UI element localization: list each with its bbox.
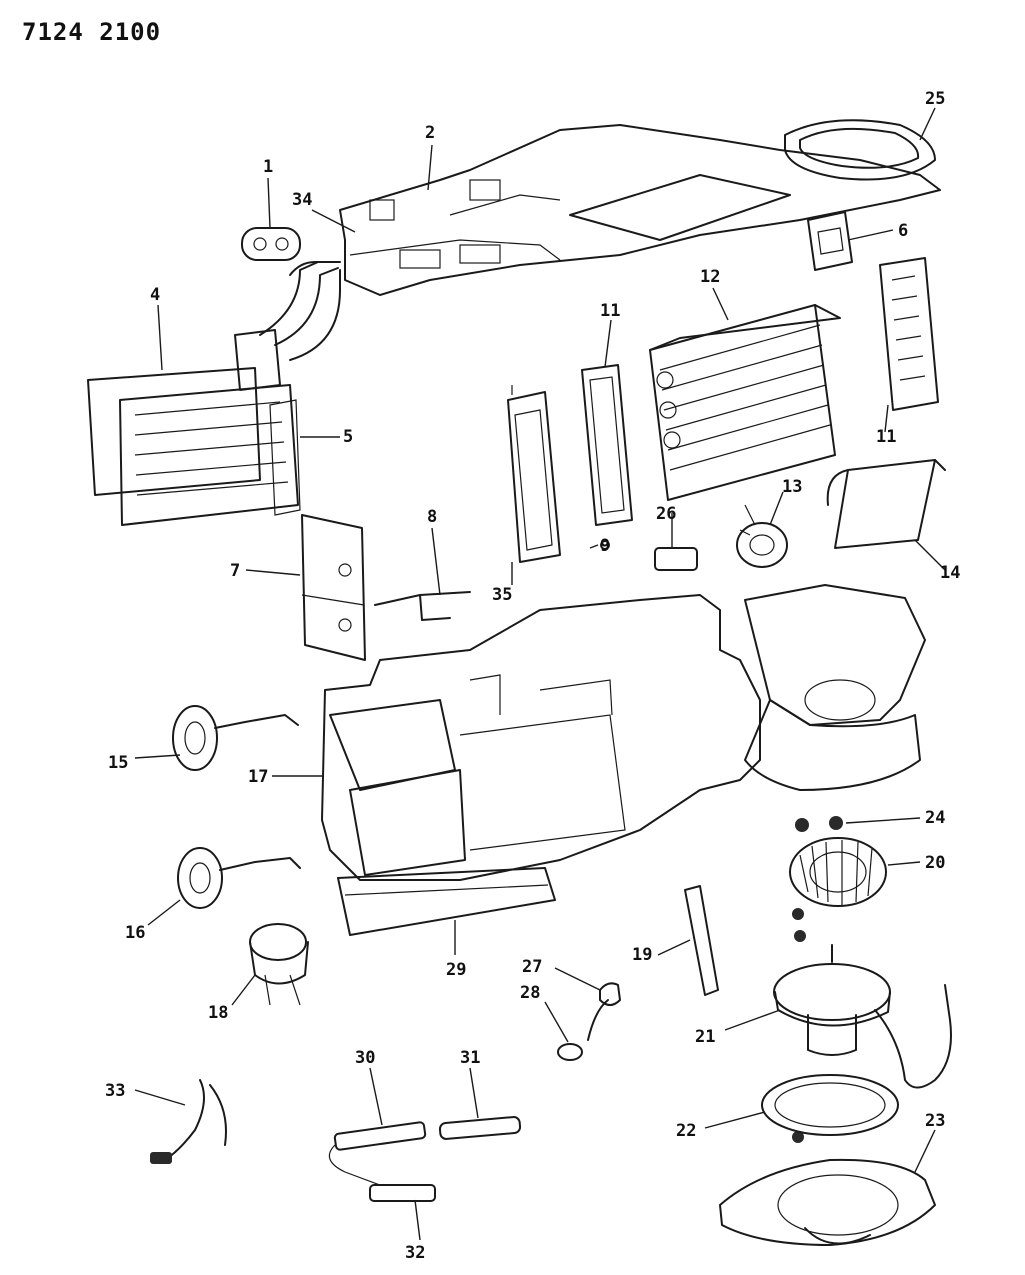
callout-4: 4 <box>150 285 160 305</box>
callout-15: 15 <box>108 753 128 773</box>
callout-5: 5 <box>343 427 353 447</box>
part-30-harness <box>328 1121 427 1186</box>
part-22-gasket-ring <box>761 1074 899 1136</box>
part-24-nuts <box>792 816 843 1143</box>
callout-20: 20 <box>925 853 945 873</box>
callout-17-label: 17 <box>248 767 268 787</box>
callout-28: 28 <box>520 983 540 1003</box>
callout-8: 8 <box>427 507 437 527</box>
callout-23: 23 <box>925 1111 945 1131</box>
part-23-mount-plate <box>719 1158 936 1246</box>
callout-2: 2 <box>425 123 435 143</box>
part-1-gasket <box>241 227 301 261</box>
callout-34: 34 <box>292 190 312 210</box>
callout-29: 29 <box>446 960 466 980</box>
callout-30: 30 <box>355 1048 375 1068</box>
callout-11-right: 11 <box>876 427 896 447</box>
blower-housing <box>744 584 926 791</box>
part-14-blend-door <box>826 459 946 549</box>
part-4-evaporator <box>87 261 341 526</box>
part-2-top-cover <box>339 124 941 296</box>
callout-16: 16 <box>125 923 145 943</box>
callout-6: 6 <box>898 221 908 241</box>
callout-25: 25 <box>925 89 945 109</box>
part-12-heater-core <box>649 304 841 501</box>
part-19-bracket <box>684 885 719 996</box>
callout-35: 35 <box>492 585 512 605</box>
part-27-hose <box>587 982 621 1041</box>
callout-13: 13 <box>782 477 802 497</box>
callout-26: 26 <box>656 504 676 524</box>
part-32-connector <box>369 1184 436 1202</box>
part-31-switch <box>438 1116 522 1140</box>
part-15-actuator <box>172 705 299 771</box>
callout-7: 7 <box>230 561 240 581</box>
callout-27: 27 <box>522 957 542 977</box>
callout-18: 18 <box>208 1003 228 1023</box>
callout-33: 33 <box>105 1081 125 1101</box>
callout-21: 21 <box>695 1027 715 1047</box>
part-28-fitting <box>557 1043 583 1061</box>
callout-19: 19 <box>632 945 652 965</box>
part-26-clip <box>654 547 698 571</box>
reference-code: 7124 2100 <box>22 18 162 46</box>
part-20-blower-wheel <box>789 837 887 907</box>
part-7-mode-door <box>301 514 366 661</box>
callout-11-left: 11 <box>600 301 620 321</box>
part-18-actuator <box>249 923 309 1006</box>
callout-1: 1 <box>263 157 273 177</box>
part-25-blower-flange <box>784 119 936 181</box>
callout-24: 24 <box>925 808 945 828</box>
part-21-blower-motor <box>773 944 952 1089</box>
part-8-link <box>374 591 471 621</box>
part-11-seal-right <box>879 257 939 411</box>
part-35-door <box>507 385 610 563</box>
callout-12: 12 <box>700 267 720 287</box>
part-6-seal <box>807 211 853 271</box>
part-33-pigtail <box>150 1079 227 1164</box>
callout-32: 32 <box>405 1243 425 1263</box>
callout-22: 22 <box>676 1121 696 1141</box>
leader-lines <box>134 107 946 1241</box>
callout-9: 9 <box>600 536 610 556</box>
part-11-seal-left <box>581 364 633 526</box>
part-5-seal-frame <box>269 399 301 516</box>
callout-14: 14 <box>940 563 960 583</box>
part-29-drain-tray <box>337 867 556 936</box>
part-16-actuator <box>177 847 301 909</box>
part-17-housing <box>321 594 761 881</box>
callout-31: 31 <box>460 1048 480 1068</box>
part-13-actuator <box>736 504 788 568</box>
